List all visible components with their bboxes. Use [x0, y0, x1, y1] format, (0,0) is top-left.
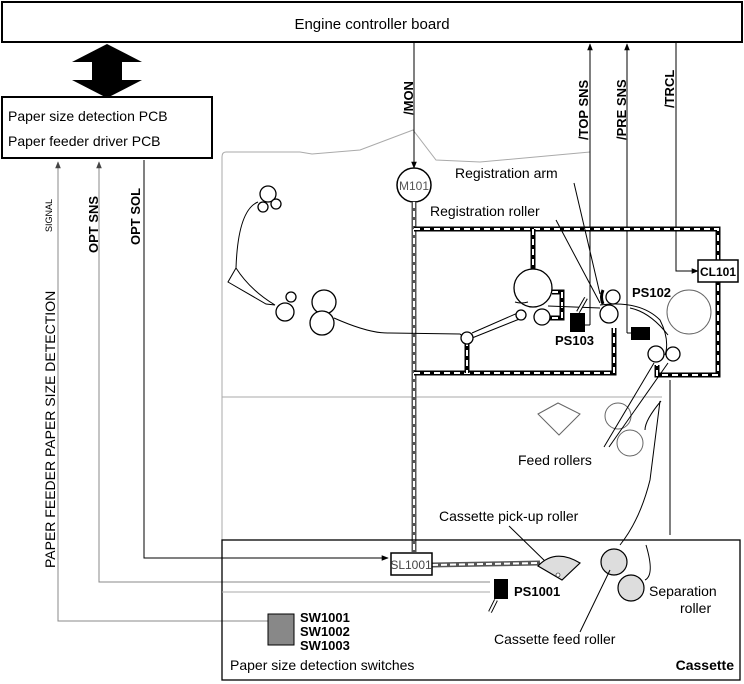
cassette-feed-roller	[600, 548, 628, 576]
separation-roller	[617, 574, 645, 602]
cassette-pickup-roller	[537, 555, 581, 581]
separation-roller-label-2: roller	[680, 600, 711, 616]
ps103-sensor-icon	[570, 313, 585, 332]
mon-signal-label: /MON	[401, 81, 416, 115]
drive-train	[411, 202, 721, 568]
motor-m101-label: M101	[399, 179, 429, 193]
separation-roller-label-1: Separation	[649, 583, 717, 599]
trcl-signal-label: /TRCL	[662, 70, 677, 108]
feed-roller-area: Feed rollers Cassette pick-up roller	[439, 362, 671, 566]
pcb-label-line1: Paper size detection PCB	[8, 108, 168, 124]
paper-size-signal-suffix: SIGNAL	[44, 199, 54, 232]
trcl-signal-line: /TRCL	[662, 42, 699, 274]
paper-path-left	[227, 185, 527, 345]
cassette-pickup-roller-label: Cassette pick-up roller	[439, 508, 579, 524]
switch-sw1003-label: SW1003	[300, 638, 350, 653]
paper-feeder-pcb: Paper size detection PCB Paper feeder dr…	[1, 96, 213, 159]
pre-sns-signal-label: /PRE SNS	[614, 79, 629, 140]
paper-size-signal-label: PAPER FEEDER PAPER SIZE DETECTION	[42, 291, 58, 568]
feed-rollers-label: Feed rollers	[518, 452, 592, 468]
switch-sw1002-label: SW1002	[300, 624, 350, 639]
motor-m101: M101	[396, 167, 432, 203]
registration-assembly: Registration arm Registration roller PS1…	[430, 165, 712, 363]
ps1001-sensor: PS1001	[488, 579, 560, 613]
solenoid-sl1001: SL1001	[390, 552, 433, 576]
pcb-label-line2: Paper feeder driver PCB	[8, 133, 161, 149]
opt-sns-signal-line: OPT SNS	[86, 161, 490, 583]
bidirectional-bus-arrow-icon	[72, 44, 142, 98]
ps102-sensor-icon	[631, 327, 650, 340]
clutch-cl101: CL101	[697, 259, 739, 283]
cassette-label: Cassette	[676, 657, 735, 673]
pre-sns-signal-line: /PRE SNS	[614, 43, 633, 334]
cassette-unit: SL1001 PS1001 Separation roller Cassette…	[221, 539, 741, 681]
top-sns-signal-label: /TOP SNS	[576, 79, 591, 140]
paper-size-switches-label: Paper size detection switches	[230, 657, 414, 673]
ps1001-label: PS1001	[514, 584, 560, 599]
paper-size-switches-icon	[267, 613, 295, 646]
ps102-label: PS102	[632, 285, 671, 300]
printer-body-outline	[221, 129, 591, 680]
registration-arm-label: Registration arm	[455, 165, 558, 181]
ps103-label: PS103	[555, 333, 594, 348]
switch-sw1001-label: SW1001	[300, 610, 350, 625]
cassette-feed-roller-label: Cassette feed roller	[494, 631, 616, 647]
solenoid-sl1001-label: SL1001	[390, 558, 432, 572]
clutch-cl101-label: CL101	[700, 265, 736, 279]
opt-sol-signal-line: OPT SOL	[128, 160, 389, 561]
opt-sns-signal-label: OPT SNS	[86, 196, 101, 253]
registration-roller-label: Registration roller	[430, 203, 540, 219]
opt-sol-signal-label: OPT SOL	[128, 188, 143, 245]
paper-size-signal-line: PAPER FEEDER PAPER SIZE DETECTION SIGNAL	[42, 161, 268, 622]
mon-signal-line: /MON	[401, 42, 417, 169]
engine-controller-board-label: Engine controller board	[294, 16, 449, 33]
engine-controller-board: Engine controller board	[1, 1, 743, 43]
top-sns-signal-line: /TOP SNS	[576, 43, 593, 326]
